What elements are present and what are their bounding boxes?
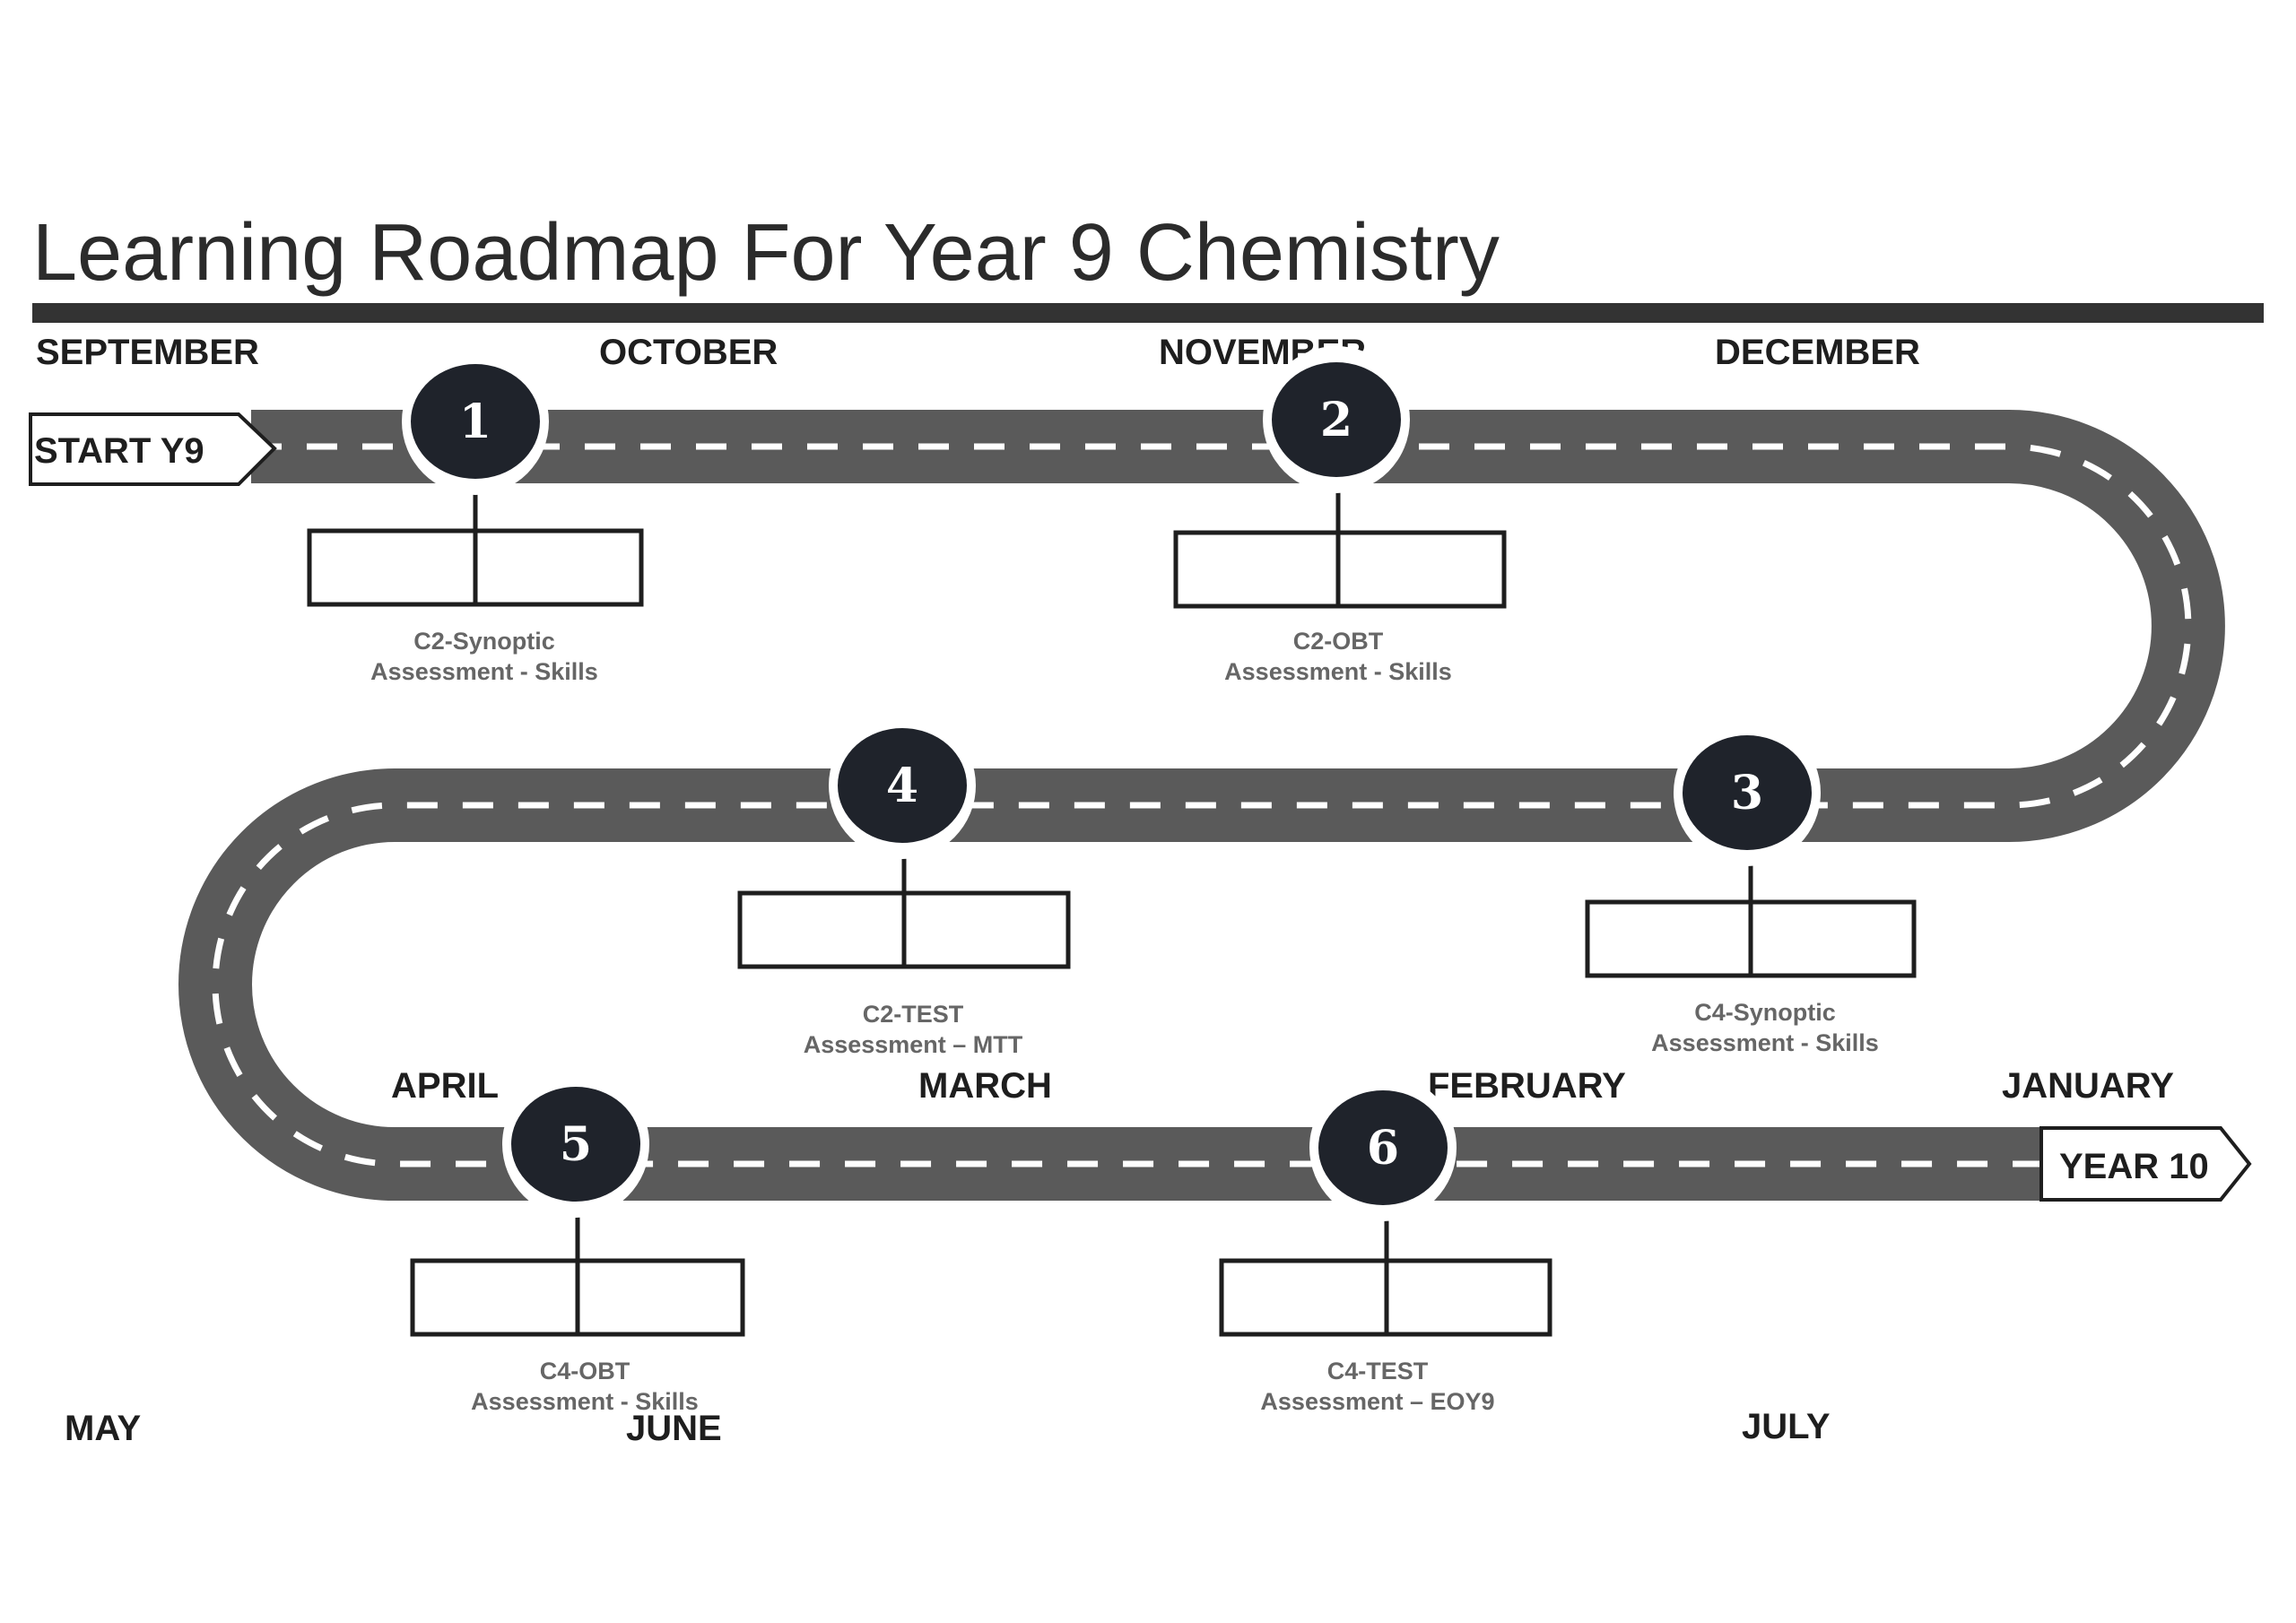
checkpoint-number: 6 xyxy=(1367,1121,1399,1176)
checkpoint-title: C2-OBT xyxy=(1293,628,1384,655)
checkpoint-marker xyxy=(1683,735,1812,850)
month-april: APRIL xyxy=(391,1066,499,1106)
checkpoint-subtitle: Assessment - Skills xyxy=(1224,658,1452,685)
month-february: FEBRUARY xyxy=(1428,1066,1626,1106)
end-sign-label: YEAR 10 xyxy=(2059,1147,2209,1186)
month-may: MAY xyxy=(65,1409,142,1448)
month-december: DECEMBER xyxy=(1715,333,1920,372)
checkpoint-subtitle: Assessment – MTT xyxy=(804,1031,1023,1058)
checkpoint-subtitle: Assessment - Skills xyxy=(370,658,598,685)
checkpoint-3: 3 C4-Synoptic Assessment - Skills xyxy=(1585,719,1917,1056)
checkpoint-number: 2 xyxy=(1320,393,1352,447)
title-rule xyxy=(32,303,2264,323)
checkpoint-number: 5 xyxy=(560,1117,592,1172)
checkpoint-number: 1 xyxy=(459,395,491,449)
end-sign: YEAR 10 xyxy=(2039,1126,2252,1202)
checkpoint-subtitle: Assessment - Skills xyxy=(1651,1029,1879,1056)
checkpoint-4: 4 C2-TEST Assessment – MTT xyxy=(737,712,1071,1058)
month-january: JANUARY xyxy=(2002,1066,2174,1106)
checkpoint-title: C2-TEST xyxy=(863,1001,964,1028)
checkpoint-number: 4 xyxy=(886,759,918,813)
checkpoint-2: 2 C2-OBT Assessment - Skills xyxy=(1173,346,1507,685)
month-march: MARCH xyxy=(918,1066,1052,1106)
checkpoint-subtitle: Assessment – EOY9 xyxy=(1260,1388,1494,1415)
page-title: Learning Roadmap For Year 9 Chemistry xyxy=(32,208,1500,298)
checkpoint-marker xyxy=(1318,1090,1448,1205)
checkpoint-title: C4-OBT xyxy=(540,1358,631,1384)
road-lane-markings xyxy=(212,443,2192,1167)
checkpoint-marker xyxy=(411,364,540,479)
checkpoint-title: C2-Synoptic xyxy=(413,628,555,655)
start-sign: START Y9 xyxy=(29,412,277,486)
month-october: OCTOBER xyxy=(599,333,778,372)
checkpoint-marker xyxy=(1272,362,1401,477)
month-june: JUNE xyxy=(626,1409,722,1448)
checkpoint-1: 1 C2-Synoptic Assessment - Skills xyxy=(307,348,644,685)
checkpoint-subtitle: Assessment - Skills xyxy=(471,1388,699,1415)
checkpoint-marker xyxy=(511,1087,640,1202)
checkpoint-6: 6 C4-TEST Assessment – EOY9 xyxy=(1219,1074,1552,1415)
checkpoint-marker xyxy=(838,728,967,843)
month-september: SEPTEMBER xyxy=(36,333,259,372)
checkpoint-title: C4-TEST xyxy=(1327,1358,1429,1384)
checkpoint-5: 5 C4-OBT Assessment - Skills xyxy=(410,1071,745,1415)
checkpoint-number: 3 xyxy=(1731,766,1763,820)
month-july: JULY xyxy=(1742,1407,1831,1446)
checkpoint-title: C4-Synoptic xyxy=(1694,999,1836,1026)
start-sign-label: START Y9 xyxy=(34,431,204,471)
